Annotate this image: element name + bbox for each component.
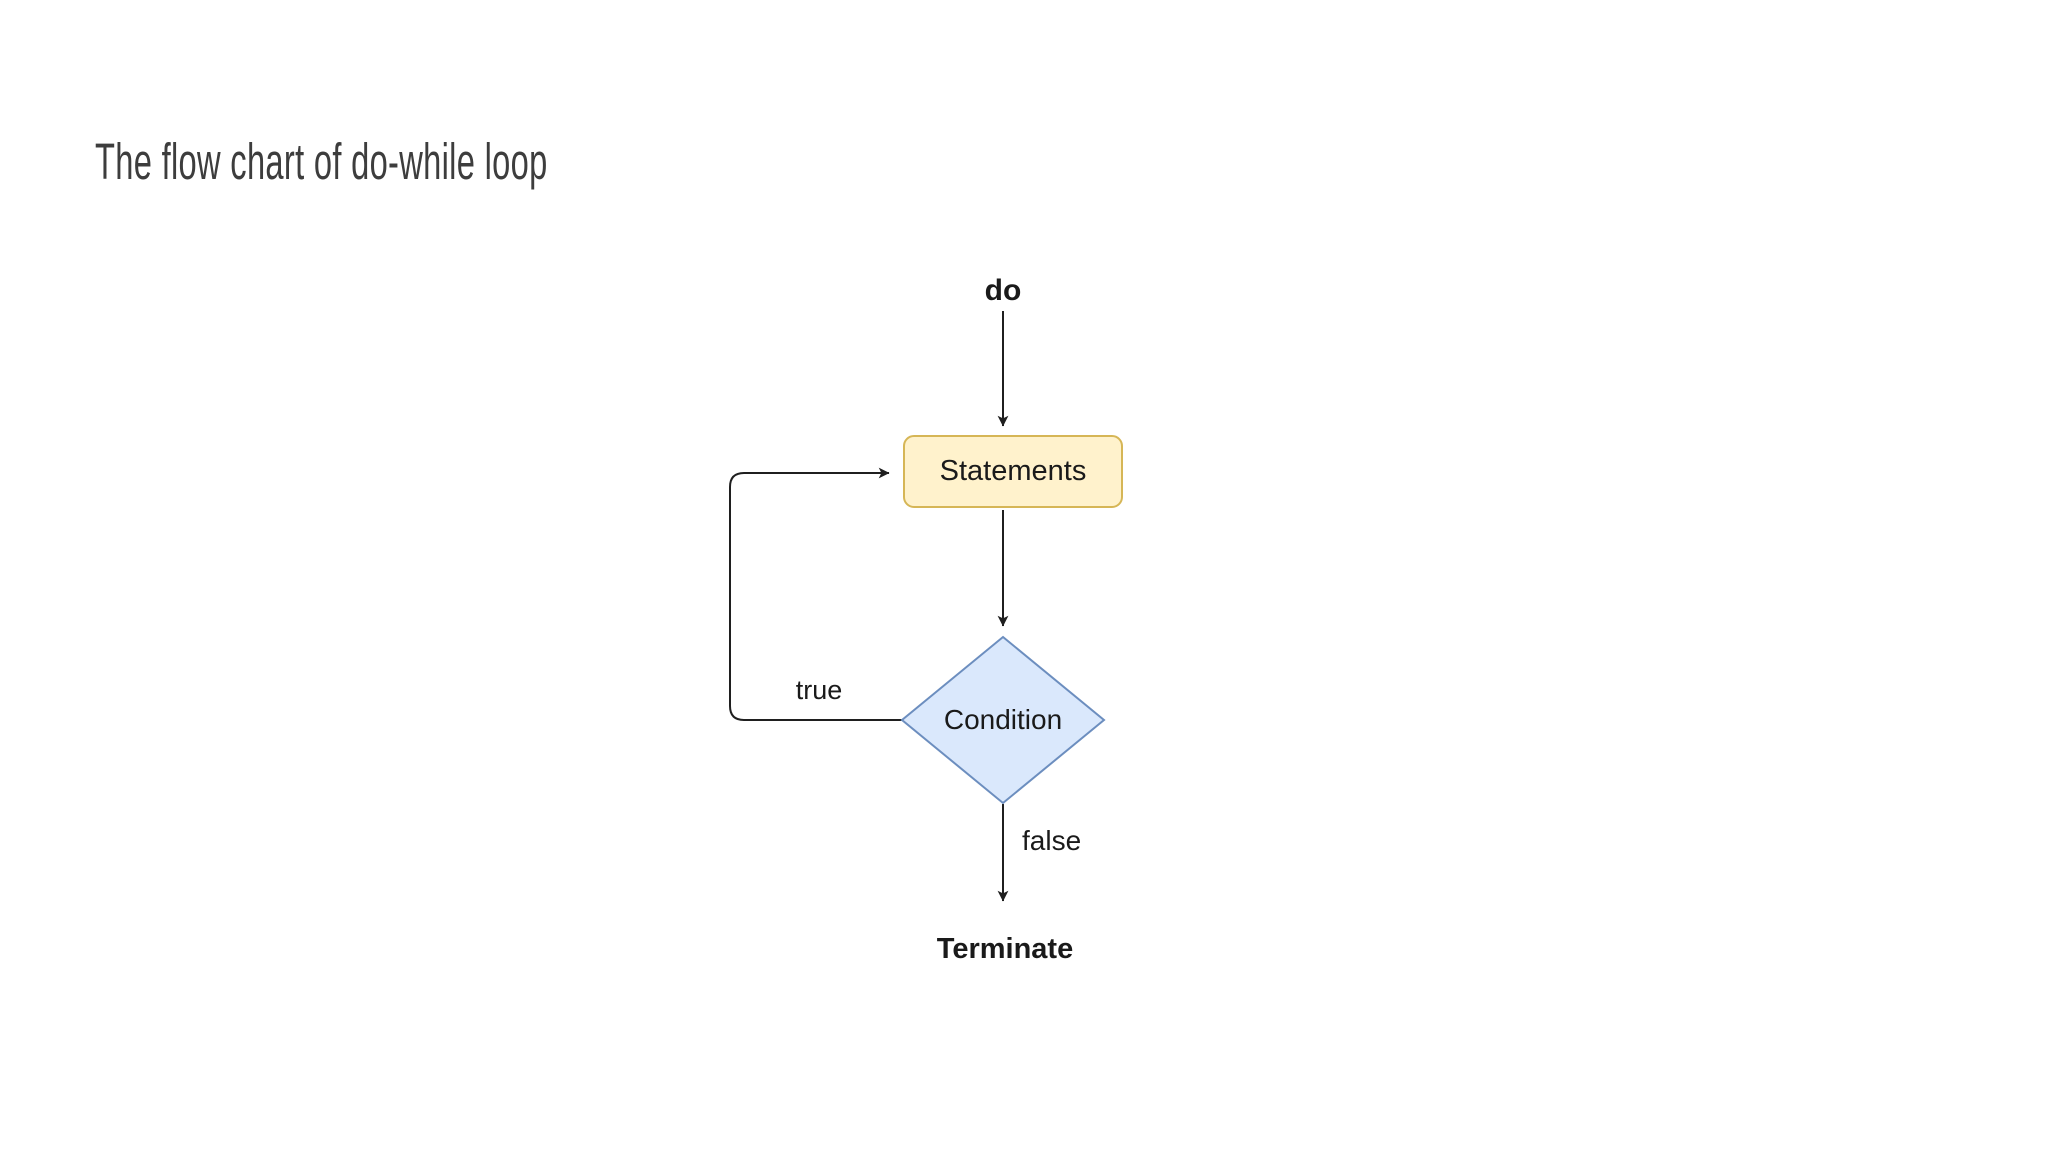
condition-node: Condition [902,637,1104,803]
terminate-end-label: Terminate [936,933,1074,965]
false-edge-label: false [1022,825,1082,856]
statements-node: Statements [903,435,1123,508]
edge-true-loop [729,467,902,721]
page-title: The flow chart of do-while loop [95,133,548,190]
condition-diamond-shape [900,635,1106,805]
true-edge-label: true [795,675,843,705]
statements-label: Statements [939,455,1087,487]
do-start-label: do [984,274,1022,307]
condition-label: Condition [943,704,1063,735]
